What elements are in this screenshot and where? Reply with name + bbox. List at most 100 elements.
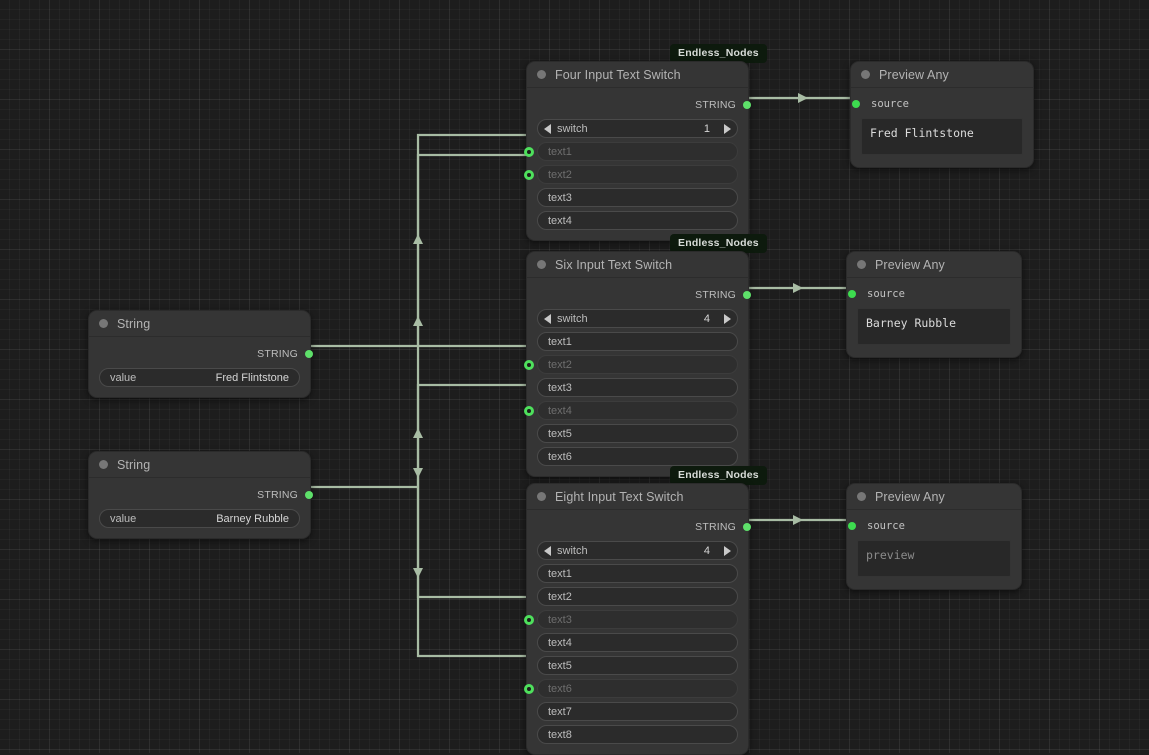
node-title: String (117, 457, 151, 472)
node-header[interactable]: String (89, 452, 310, 478)
widget-switch-combo[interactable]: switch 4 (537, 541, 738, 560)
node-header[interactable]: Preview Any (851, 62, 1033, 88)
input-text3[interactable]: text3 (537, 188, 738, 207)
collapse-dot-icon[interactable] (537, 492, 546, 501)
output-slot-dot[interactable] (743, 290, 751, 299)
output-label: STRING (257, 347, 298, 360)
widget-value-text: Barney Rubble (216, 512, 289, 525)
input-text1[interactable]: text1 (537, 564, 738, 583)
combo-value: 4 (703, 312, 710, 325)
combo-name: switch (557, 544, 588, 557)
triangle-left-icon[interactable] (544, 123, 551, 134)
collapse-dot-icon[interactable] (99, 460, 108, 469)
output-slot-row[interactable]: STRING (99, 343, 313, 364)
collapse-dot-icon[interactable] (861, 70, 870, 79)
input-slot-dot[interactable] (852, 100, 860, 108)
input-text6[interactable]: text6 (537, 447, 738, 466)
node-string-barney[interactable]: String STRING value Barney Rubble (88, 451, 313, 539)
widget-value[interactable]: value Fred Flintstone (99, 368, 300, 387)
input-label: text3 (548, 381, 572, 394)
output-label: STRING (695, 98, 736, 111)
node-header[interactable]: Six Input Text Switch (527, 252, 748, 278)
triangle-right-icon[interactable] (724, 123, 731, 134)
input-label: text2 (548, 590, 572, 603)
output-slot-row[interactable]: STRING (99, 484, 313, 505)
input-text4[interactable]: text4 (524, 401, 738, 420)
node-header[interactable]: Preview Any (847, 252, 1021, 278)
input-text1[interactable]: text1 (524, 142, 738, 161)
triangle-left-icon[interactable] (544, 313, 551, 324)
input-text2[interactable]: text2 (537, 587, 738, 606)
input-source-row[interactable]: source (852, 94, 1023, 114)
input-label: source (867, 520, 905, 532)
preview-text-box[interactable]: preview (857, 540, 1011, 577)
input-label: text8 (548, 728, 572, 741)
output-slot-row[interactable]: STRING (537, 94, 751, 115)
widget-switch-combo[interactable]: switch 4 (537, 309, 738, 328)
node-preview-any-1[interactable]: Preview Any source Fred Flintstone (850, 61, 1034, 168)
input-label: text4 (548, 404, 572, 417)
input-text5[interactable]: text5 (537, 424, 738, 443)
output-slot-dot[interactable] (743, 522, 751, 531)
input-text3[interactable]: text3 (537, 378, 738, 397)
input-text2[interactable]: text2 (524, 355, 738, 374)
input-text7[interactable]: text7 (537, 702, 738, 721)
widget-value[interactable]: value Barney Rubble (99, 509, 300, 528)
collapse-dot-icon[interactable] (99, 319, 108, 328)
triangle-right-icon[interactable] (724, 313, 731, 324)
widget-name: value (110, 371, 137, 384)
node-preview-any-3[interactable]: Preview Any source preview (846, 483, 1022, 590)
output-slot-dot[interactable] (305, 490, 313, 499)
node-four-input-text-switch[interactable]: Four Input Text Switch STRING switch 1 t… (524, 61, 751, 241)
input-text5[interactable]: text5 (537, 656, 738, 675)
collapse-dot-icon[interactable] (857, 492, 866, 501)
collapse-dot-icon[interactable] (537, 70, 546, 79)
node-header[interactable]: String (89, 311, 310, 337)
input-slot-dot[interactable] (524, 169, 534, 180)
input-source-row[interactable]: source (848, 284, 1011, 304)
input-slot-dot[interactable] (524, 683, 534, 694)
input-text3[interactable]: text3 (524, 610, 738, 629)
input-slot-dot[interactable] (524, 146, 534, 157)
triangle-right-icon[interactable] (724, 545, 731, 556)
node-title: Preview Any (879, 67, 949, 82)
node-six-input-text-switch[interactable]: Six Input Text Switch STRING switch 4 te… (524, 251, 751, 477)
combo-name: switch (557, 122, 588, 135)
input-text8[interactable]: text8 (537, 725, 738, 744)
input-label: text5 (548, 659, 572, 672)
input-slot-dot[interactable] (848, 290, 856, 298)
preview-text-box[interactable]: Fred Flintstone (861, 118, 1023, 155)
node-preview-any-2[interactable]: Preview Any source Barney Rubble (846, 251, 1022, 358)
node-body: STRING switch 4 text1 text2 text3 text4 … (524, 510, 751, 754)
node-body: STRING value Fred Flintstone (89, 337, 313, 397)
triangle-left-icon[interactable] (544, 545, 551, 556)
input-label: source (871, 98, 909, 110)
input-text2[interactable]: text2 (524, 165, 738, 184)
input-text4[interactable]: text4 (537, 211, 738, 230)
node-header[interactable]: Eight Input Text Switch (527, 484, 748, 510)
node-body: STRING switch 4 text1 text2 text3 text4 … (524, 278, 751, 476)
preview-text-box[interactable]: Barney Rubble (857, 308, 1011, 345)
node-string-fred[interactable]: String STRING value Fred Flintstone (88, 310, 313, 398)
node-header[interactable]: Preview Any (847, 484, 1021, 510)
widget-switch-combo[interactable]: switch 1 (537, 119, 738, 138)
input-slot-dot[interactable] (848, 522, 856, 530)
input-text4[interactable]: text4 (537, 633, 738, 652)
output-slot-dot[interactable] (305, 349, 313, 358)
collapse-dot-icon[interactable] (857, 260, 866, 269)
node-title: Four Input Text Switch (555, 67, 681, 82)
node-eight-input-text-switch[interactable]: Eight Input Text Switch STRING switch 4 … (524, 483, 751, 755)
input-slot-dot[interactable] (524, 359, 534, 370)
node-header[interactable]: Four Input Text Switch (527, 62, 748, 88)
output-slot-dot[interactable] (743, 100, 751, 109)
node-title: Six Input Text Switch (555, 257, 673, 272)
collapse-dot-icon[interactable] (537, 260, 546, 269)
input-text1[interactable]: text1 (537, 332, 738, 351)
input-slot-dot[interactable] (524, 405, 534, 416)
input-label: text5 (548, 427, 572, 440)
input-source-row[interactable]: source (848, 516, 1011, 536)
input-text6[interactable]: text6 (524, 679, 738, 698)
output-slot-row[interactable]: STRING (537, 284, 751, 305)
input-slot-dot[interactable] (524, 614, 534, 625)
output-slot-row[interactable]: STRING (537, 516, 751, 537)
